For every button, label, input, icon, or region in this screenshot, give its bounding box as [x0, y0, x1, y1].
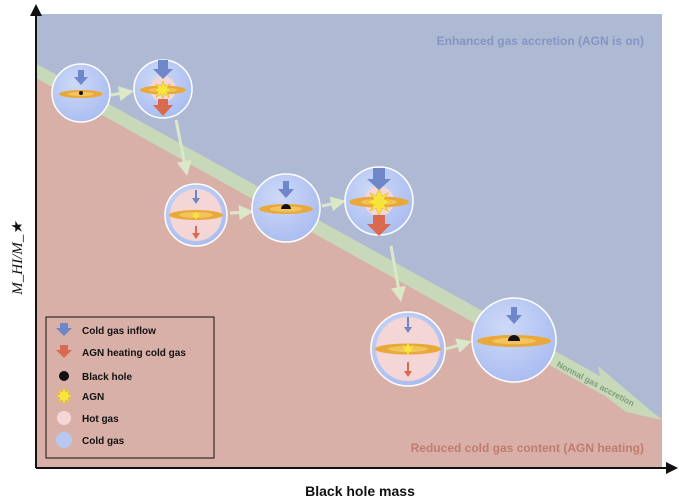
- hot-gas-icon: [57, 411, 71, 425]
- legend-label: Cold gas: [82, 436, 125, 447]
- legend-item-cold-gas-inflow: Cold gas inflow: [56, 323, 156, 337]
- legend-item-agn-heating: AGN heating cold gas: [56, 345, 186, 359]
- legend-box: [45, 316, 215, 459]
- flow-arrow: [174, 119, 192, 176]
- y-axis-label: M_HI/M_★: [10, 220, 26, 296]
- agn-heating-icon: [56, 345, 72, 358]
- cold-gas-inflow-icon: [192, 190, 200, 204]
- agn-heating-icon: [367, 215, 391, 236]
- cold-gas-inflow-icon: [506, 307, 522, 324]
- stage-7-galaxy: [471, 297, 557, 383]
- agn-heating-icon: [192, 226, 200, 239]
- flow-arrow: [229, 205, 254, 220]
- flow-arrows: [110, 86, 472, 353]
- legend-label: Cold gas inflow: [82, 326, 156, 337]
- legend-label: Black hole: [82, 372, 132, 383]
- lower-region-label: Reduced cold gas content (AGN heating): [411, 441, 644, 455]
- stage-2-galaxy: [133, 59, 193, 119]
- black-hole-icon: [281, 204, 291, 209]
- agn-icon: [55, 387, 73, 405]
- x-axis-label: Black hole mass: [305, 483, 415, 499]
- flow-arrow: [321, 196, 346, 212]
- cold-gas-inflow-icon: [74, 70, 88, 85]
- black-hole-icon: [79, 91, 83, 95]
- flow-arrow: [389, 245, 406, 302]
- cold-gas-inflow-icon: [367, 168, 391, 190]
- legend-label: AGN heating cold gas: [82, 348, 186, 359]
- black-hole-icon: [59, 371, 69, 381]
- stage-1-galaxy: [51, 63, 111, 123]
- cold-gas-icon: [56, 432, 72, 448]
- cold-gas-inflow-icon: [153, 60, 173, 79]
- upper-region-label: Enhanced gas accretion (AGN is on): [437, 34, 644, 48]
- agn-heating-icon: [404, 362, 412, 377]
- stage-6-galaxy: [370, 311, 446, 387]
- legend-item-hot-gas: Hot gas: [57, 411, 119, 425]
- agn-heating-icon: [153, 99, 173, 116]
- legend: Cold gas inflow AGN heating cold gas Bla…: [45, 316, 215, 459]
- black-hole-icon: [508, 335, 520, 341]
- stage-4-galaxy: [251, 173, 321, 243]
- flow-arrow: [110, 86, 134, 101]
- stage-3-galaxy: [164, 183, 228, 247]
- cold-gas-inflow-icon: [404, 317, 412, 333]
- legend-item-black-hole: Black hole: [59, 371, 132, 383]
- cold-gas-inflow-icon: [56, 323, 72, 336]
- legend-label: AGN: [82, 392, 104, 403]
- stage-5-galaxy: [344, 166, 414, 236]
- agn-icon: [192, 211, 200, 220]
- cold-gas-inflow-icon: [278, 181, 294, 198]
- legend-item-cold-gas: Cold gas: [56, 432, 125, 448]
- legend-item-agn: AGN: [55, 387, 104, 405]
- legend-label: Hot gas: [82, 414, 119, 425]
- flow-arrow: [445, 338, 472, 353]
- agn-icon: [402, 343, 414, 355]
